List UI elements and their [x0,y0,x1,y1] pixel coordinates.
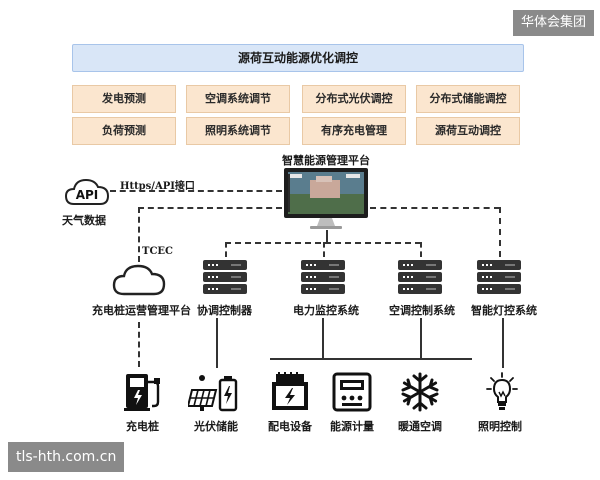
tcec-connector [138,207,140,262]
api-link-label: Https/API接口 [120,181,195,192]
distribution-label: 配电设备 [268,420,312,433]
charging-platform-label: 充电桩运营管理平台 [92,304,191,317]
power-monitor-label: 电力监控系统 [293,304,359,317]
server-icon [477,260,521,296]
ac-connector [420,242,422,257]
coordinator-label: 协调控制器 [197,304,252,317]
function-box: 有序充电管理 [302,117,406,145]
solar-battery-icon [186,372,240,412]
function-box: 分布式储能调控 [416,85,520,113]
coordinator-connector [225,242,227,257]
power-monitor-connector [323,242,325,257]
server-icon [203,260,247,296]
server-icon [301,260,345,296]
optimization-banner: 源荷互动能源优化调控 [72,44,524,72]
monitor-icon [282,166,370,230]
bulb-icon [486,372,518,412]
power-bus-line [270,358,374,360]
pv-connector [216,318,218,368]
platform-down-link [326,230,328,242]
api-connector [110,190,282,192]
api-icon-text: API [75,188,99,202]
hvac-label: 暖通空调 [398,420,442,433]
watermark-bottom: tls-hth.com.cn [8,442,125,472]
function-box: 照明系统调节 [186,117,290,145]
meter-icon [332,372,372,412]
api-cloud-icon: API [64,176,110,208]
function-box: 分布式光伏调控 [302,85,406,113]
pv-storage-label: 光伏储能 [194,420,238,433]
function-box: 发电预测 [72,85,176,113]
snowflake-icon [400,372,440,412]
ac-control-label: 空调控制系统 [389,304,455,317]
lighting-drop-line [502,318,504,368]
tcec-label: TCEC [142,246,173,257]
lighting-connector [499,207,501,257]
power-drop-line [322,318,324,358]
function-box: 负荷预测 [72,117,176,145]
watermark-top: 华体会集团 [512,10,594,36]
platform-right-link [370,207,500,209]
function-box: 空调系统调节 [186,85,290,113]
function-box: 源荷互动调控 [416,117,520,145]
platform-title: 智慧能源管理平台 [282,154,370,167]
cloud-icon [112,262,166,298]
weather-data-label: 天气数据 [62,214,106,227]
charger-connector [138,322,140,367]
lighting-label: 照明控制 [478,420,522,433]
ac-drop-line [420,318,422,358]
distribution-icon [270,372,310,412]
platform-left-link [138,207,282,209]
ac-bus-line [374,358,472,360]
metering-label: 能源计量 [330,420,374,433]
server-icon [398,260,442,296]
charger-icon [122,372,162,412]
lighting-control-label: 智能灯控系统 [471,304,537,317]
charger-label: 充电桩 [126,420,159,433]
